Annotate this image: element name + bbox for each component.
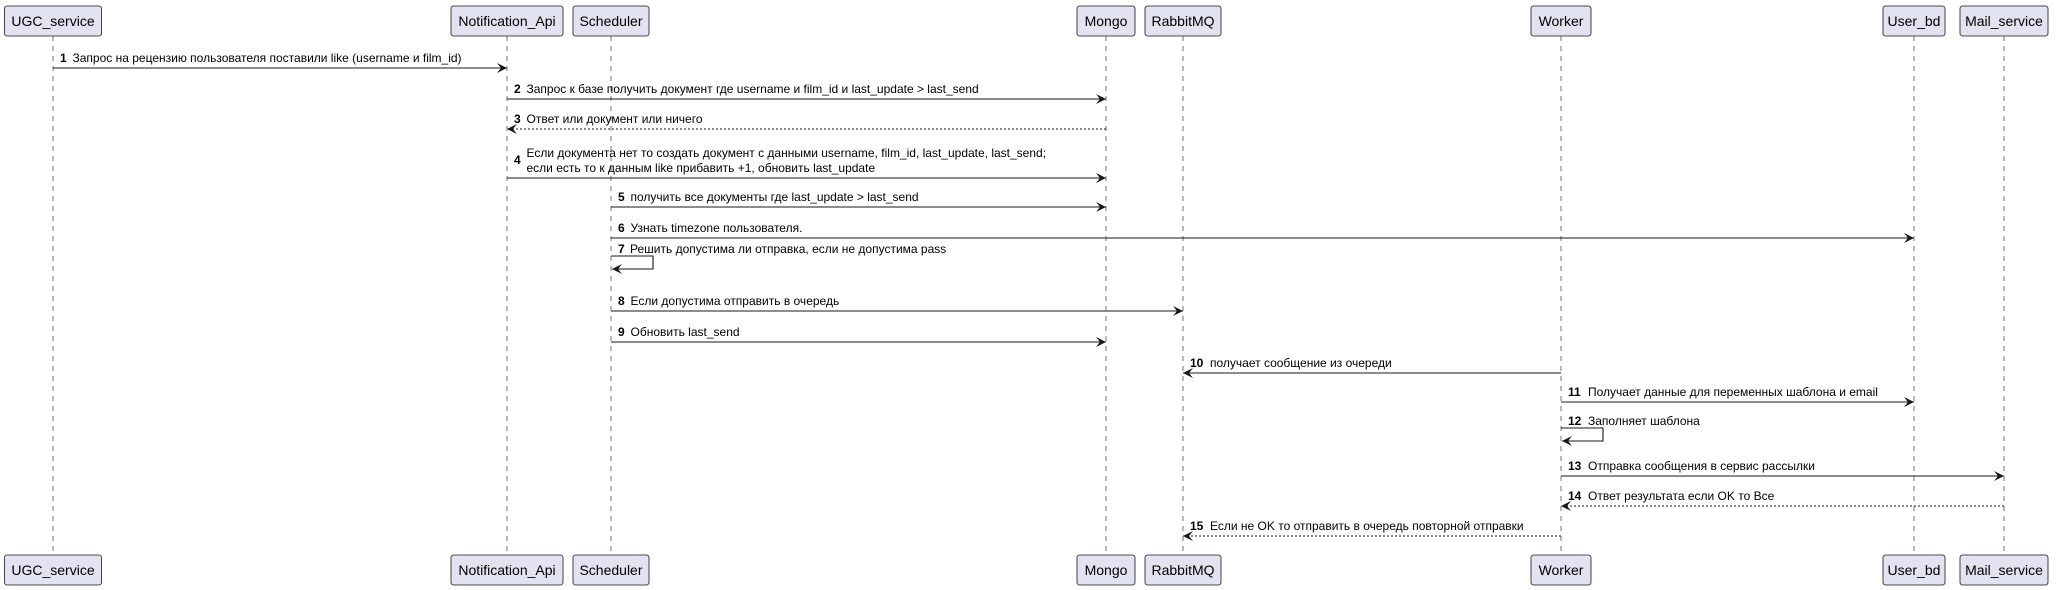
participant-sched-top: Scheduler [572, 5, 650, 37]
message-number: 3 [514, 112, 521, 126]
message-13: 13 Отправка сообщения в сервис рассылки [1561, 459, 2004, 481]
message-text: Если документа нет то создать документ с… [527, 146, 1047, 160]
message-text: Запрос на рецензию пользователя поставил… [73, 51, 462, 65]
message-text: Запрос к базе получить документ где user… [527, 82, 979, 96]
arrow-head-icon [1183, 531, 1193, 541]
participant-label: Mongo [1085, 562, 1128, 578]
message-number: 10 [1190, 356, 1204, 370]
arrow-head-icon [1096, 202, 1106, 212]
arrow-head-icon [612, 264, 622, 274]
participant-mail-top: Mail_service [1959, 5, 2049, 37]
arrow-head-icon [1183, 368, 1193, 378]
message-number: 9 [618, 325, 625, 339]
message-10: 10 получает сообщение из очереди [1183, 356, 1561, 378]
message-number: 11 [1568, 385, 1581, 399]
participant-napi-bottom: Notification_Api [450, 554, 564, 586]
participant-label: RabbitMQ [1151, 562, 1214, 578]
participant-label: Mail_service [1965, 13, 2043, 29]
message-text: Заполняет шаблона [1588, 414, 1700, 428]
participant-label: Notification_Api [458, 13, 555, 29]
participant-label: Scheduler [579, 562, 642, 578]
participant-label: Scheduler [579, 13, 642, 29]
message-arrow-line [611, 255, 654, 270]
message-text: Узнать timezone пользователя. [631, 221, 803, 235]
participant-rabbit-bottom: RabbitMQ [1144, 554, 1222, 586]
arrow-head-icon [497, 63, 507, 73]
participant-label: User_bd [1888, 13, 1941, 29]
message-12: 12 Заполняет шаблона [1561, 414, 1700, 446]
arrow-head-icon [1096, 173, 1106, 183]
message-14: 14 Ответ результата если OK то Все [1561, 489, 2004, 511]
arrow-head-icon [1096, 94, 1106, 104]
message-number: 7 [618, 242, 625, 256]
message-number: 2 [514, 82, 521, 96]
message-text: Получает данные для переменных шаблона и… [1588, 385, 1878, 399]
participant-ugc-bottom: UGC_service [4, 554, 102, 586]
message-8: 8 Если допустима отправить в очередь [611, 294, 1183, 316]
message-number: 4 [514, 153, 521, 167]
message-text: Если не OK то отправить в очередь повтор… [1210, 519, 1524, 533]
message-number: 12 [1568, 414, 1582, 428]
arrow-head-icon [1562, 436, 1572, 446]
message-15: 15 Если не OK то отправить в очередь повт… [1183, 519, 1561, 541]
participant-label: Worker [1539, 562, 1584, 578]
participant-sched-bottom: Scheduler [572, 554, 650, 586]
message-text: получает сообщение из очереди [1210, 356, 1392, 370]
message-4: 4 Если документа нет то создать документ … [507, 146, 1106, 183]
participant-label: Worker [1539, 13, 1584, 29]
participant-mail-bottom: Mail_service [1959, 554, 2049, 586]
arrow-head-icon [507, 124, 517, 134]
participant-label: User_bd [1888, 562, 1941, 578]
participant-worker-bottom: Worker [1530, 554, 1592, 586]
participant-ugc-top: UGC_service [4, 5, 102, 37]
participant-mongo-top: Mongo [1076, 5, 1136, 37]
message-5: 5 получить все документы где last_update … [611, 190, 1106, 212]
message-number: 5 [618, 190, 625, 204]
arrow-head-icon [1904, 233, 1914, 243]
participant-worker-top: Worker [1530, 5, 1592, 37]
message-text: получить все документы где last_update >… [631, 190, 919, 204]
message-number: 6 [618, 221, 625, 235]
message-text: если есть то к данным like прибавить +1,… [527, 161, 876, 175]
participant-userbd-bottom: User_bd [1882, 554, 1946, 586]
message-number: 1 [60, 51, 67, 65]
participant-label: UGC_service [11, 13, 94, 29]
participant-napi-top: Notification_Api [450, 5, 564, 37]
participant-label: Notification_Api [458, 562, 555, 578]
message-number: 14 [1568, 489, 1582, 503]
participant-mongo-bottom: Mongo [1076, 554, 1136, 586]
participant-label: Mongo [1085, 13, 1128, 29]
message-3: 3 Ответ или документ или ничего [507, 112, 1106, 134]
message-text: Ответ результата если OK то Все [1588, 489, 1775, 503]
participant-rabbit-top: RabbitMQ [1144, 5, 1222, 37]
arrow-head-icon [1904, 397, 1914, 407]
message-2: 2 Запрос к базе получить документ где use… [507, 82, 1106, 104]
message-number: 13 [1568, 459, 1582, 473]
message-1: 1 Запрос на рецензию пользователя постави… [53, 51, 507, 73]
message-number: 8 [618, 294, 625, 308]
message-6: 6 Узнать timezone пользователя. [611, 221, 1914, 243]
participant-label: UGC_service [11, 562, 94, 578]
message-9: 9 Обновить last_send [611, 325, 1106, 347]
participant-userbd-top: User_bd [1882, 5, 1946, 37]
message-text: Обновить last_send [631, 325, 740, 339]
message-arrow-line [1561, 427, 1604, 442]
arrow-head-icon [1561, 501, 1571, 511]
message-11: 11 Получает данные для переменных шаблона… [1561, 385, 1914, 407]
message-number: 15 [1190, 519, 1204, 533]
message-7: 7 Решить допустима ли отправка, если не д… [611, 242, 946, 274]
message-text: Если допустима отправить в очередь [631, 294, 840, 308]
message-text: Решить допустима ли отправка, если не до… [630, 242, 946, 256]
message-text: Ответ или документ или ничего [527, 112, 703, 126]
arrow-head-icon [1096, 337, 1106, 347]
participant-label: RabbitMQ [1151, 13, 1214, 29]
message-text: Отправка сообщения в сервис рассылки [1588, 459, 1815, 473]
arrow-head-icon [1173, 306, 1183, 316]
participant-label: Mail_service [1965, 562, 2043, 578]
arrow-head-icon [1994, 471, 2004, 481]
